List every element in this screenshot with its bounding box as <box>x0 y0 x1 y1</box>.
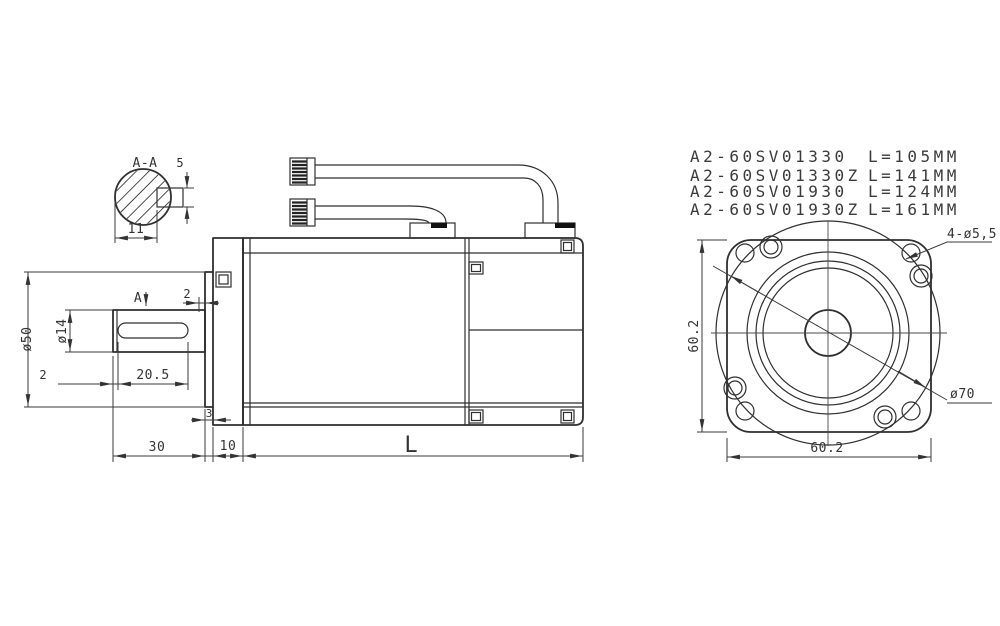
model-length: L=141MM <box>868 166 960 185</box>
dim-keyway-length: 20.5 <box>136 368 169 383</box>
section-label: A-A <box>133 156 158 171</box>
encoder-cable <box>289 157 559 223</box>
dim-keyway-offset: 2 <box>39 368 46 382</box>
flange-outline <box>726 239 932 433</box>
section-view-aa: A-A 5 11 <box>114 156 194 243</box>
connector-plug <box>289 198 316 227</box>
power-cable <box>289 198 447 227</box>
cover-screws <box>723 235 933 429</box>
model-length: L=105MM <box>868 147 960 166</box>
dim-pilot-diameter: ø50 <box>20 327 35 352</box>
dim-mounting-holes: 4-ø5,5 <box>947 227 997 242</box>
flange-screw <box>215 271 232 288</box>
centerlines <box>711 221 947 446</box>
dim-flange-height: 60.2 <box>687 319 702 352</box>
dim-shaft-end-gap: 2 <box>183 287 190 301</box>
model-name: A2-60SV01330 <box>690 147 848 166</box>
model-name: A2-60SV01330Z <box>690 166 861 185</box>
housing-screws <box>468 239 575 424</box>
key-cross-section <box>156 187 184 208</box>
model-length: L=161MM <box>868 200 960 219</box>
model-table: A2-60SV01330 L=105MM A2-60SV01330Z L=141… <box>690 147 960 219</box>
shaft-section-circle <box>114 168 172 226</box>
dim-body-diameter: ø70 <box>950 387 975 402</box>
cable-exit-blocks <box>409 222 576 239</box>
keyway <box>117 322 189 339</box>
front-view: ø70 4-ø5,5 60.2 60.2 <box>687 220 997 462</box>
model-name: A2-60SV01930Z <box>690 200 861 219</box>
side-view: A ø50 ø14 2 20.5 2 3 <box>20 157 584 462</box>
dim-boss-protrusion: 3 <box>206 407 213 420</box>
connector-plug <box>289 157 316 186</box>
shaft <box>112 309 206 353</box>
pilot-boss <box>204 271 214 408</box>
dim-flange-thickness: 10 <box>220 439 237 454</box>
motor-body <box>242 237 584 426</box>
dim-hub-width: 11 <box>128 222 145 237</box>
dim-shaft-length: 30 <box>149 440 166 455</box>
model-name: A2-60SV01930 <box>690 182 848 201</box>
dim-key-width: 5 <box>176 156 183 170</box>
dim-shaft-diameter: ø14 <box>55 319 70 344</box>
model-length: L=124MM <box>868 182 960 201</box>
section-marker-label: A <box>134 291 142 306</box>
dim-flange-width: 60.2 <box>810 441 843 456</box>
dim-body-length: L <box>404 433 417 458</box>
mounting-flange <box>212 237 244 426</box>
